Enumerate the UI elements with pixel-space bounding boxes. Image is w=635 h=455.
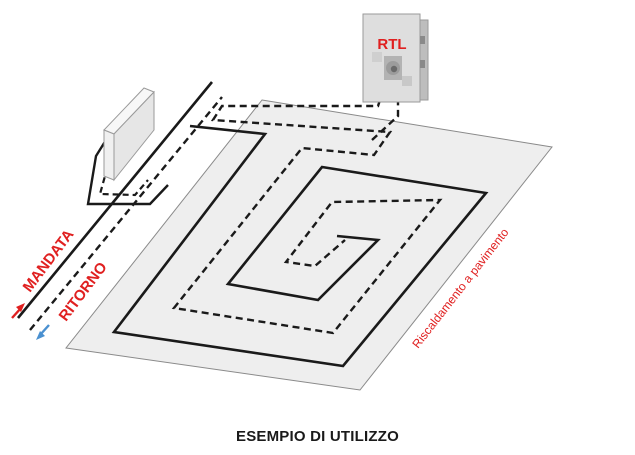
radiator-return-connection xyxy=(98,157,149,197)
floor-slab xyxy=(65,99,553,391)
radiator xyxy=(103,87,155,182)
supply-arrow-icon xyxy=(11,303,25,319)
rtl-thermostat: RTL xyxy=(362,13,429,103)
thermostat-knob-icon xyxy=(372,52,412,86)
rtl-label: RTL xyxy=(377,36,406,53)
supply-pipe xyxy=(16,81,489,368)
caption: ESEMPIO DI UTILIZZO xyxy=(236,428,399,445)
supply-label: MANDATA xyxy=(20,226,78,295)
radiator-supply-connection xyxy=(86,139,169,206)
return-arrow-icon xyxy=(36,324,50,340)
